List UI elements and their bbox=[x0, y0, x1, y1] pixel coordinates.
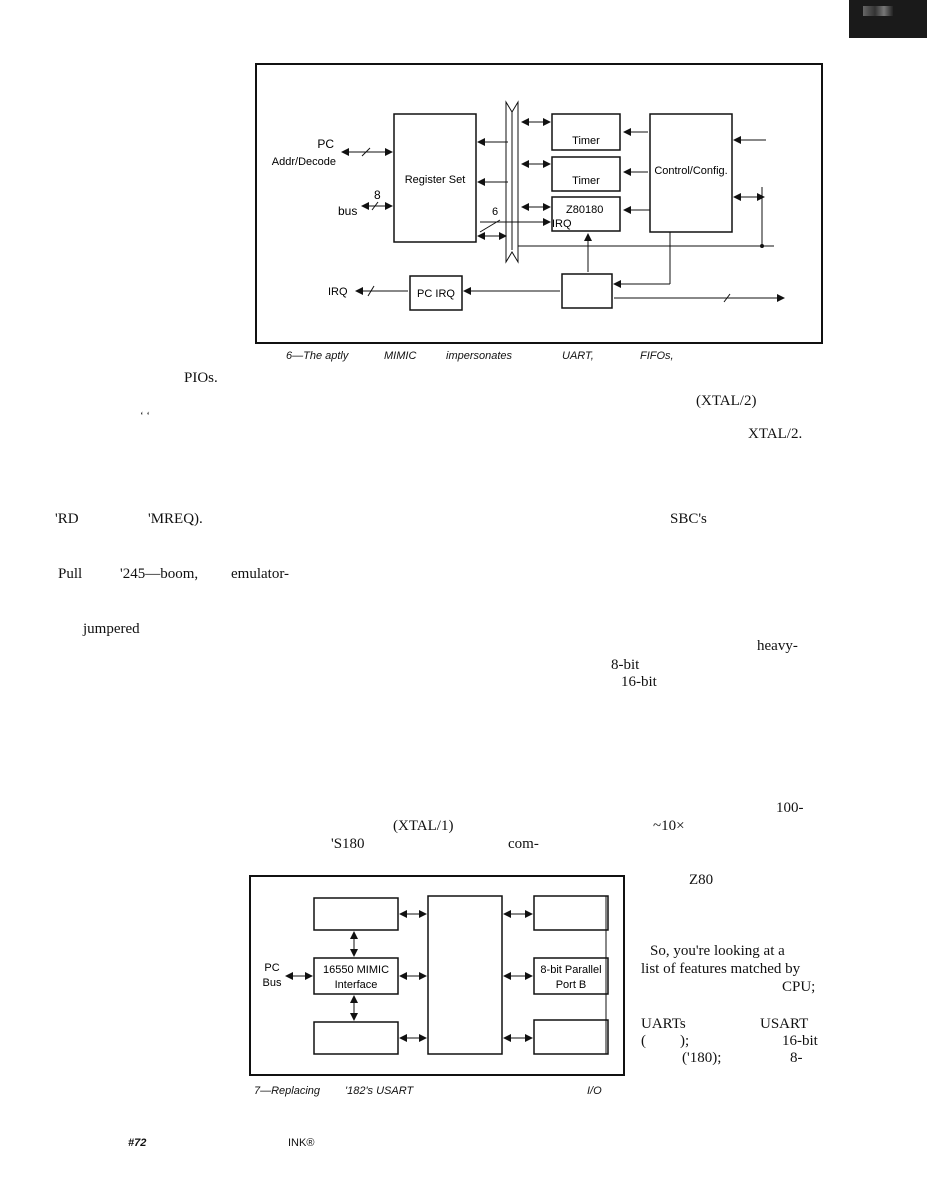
text-fragment: 8-bit bbox=[611, 657, 640, 673]
text-fragment: 'RD bbox=[55, 511, 79, 527]
control-config-label: Control/Config. bbox=[654, 165, 727, 177]
text-fragment: 'MREQ). bbox=[148, 511, 203, 527]
footer-issue: #72 bbox=[128, 1137, 147, 1149]
timer-2-label: Timer bbox=[572, 175, 600, 187]
pc-bus-label-1: PC bbox=[264, 962, 279, 974]
parallel-label: 8-bit Parallel bbox=[540, 964, 601, 976]
six-label: 6 bbox=[492, 206, 498, 218]
text-fragment: 16-bit bbox=[782, 1033, 818, 1049]
fig7-caption-usart: '182's USART bbox=[345, 1085, 414, 1097]
z80180-label: Z80180 bbox=[566, 204, 603, 216]
text-fragment: 'S180 bbox=[331, 836, 365, 852]
footer-ink: INK® bbox=[288, 1137, 315, 1149]
bus-label: bus bbox=[338, 204, 357, 218]
text-fragment: (XTAL/1) bbox=[393, 818, 454, 834]
cpu-block bbox=[427, 895, 503, 1055]
text-fragment: com- bbox=[508, 836, 539, 852]
text-fragment: SBC's bbox=[670, 511, 707, 527]
text-fragment: '245—boom, bbox=[120, 566, 199, 582]
text-fragment: 16-bit bbox=[621, 674, 657, 690]
text-fragment: CPU; bbox=[782, 979, 816, 995]
text-fragment: PIOs. bbox=[184, 370, 218, 386]
top-right-block bbox=[533, 895, 609, 931]
text-fragment: ‘ ‘ bbox=[140, 410, 151, 422]
figure-7-frame bbox=[249, 875, 625, 1076]
port-b-label: Port B bbox=[556, 979, 587, 991]
text-fragment: XTAL/2. bbox=[748, 426, 803, 442]
interrupt-logic-block bbox=[561, 273, 613, 309]
bottom-right-block bbox=[533, 1019, 609, 1055]
fig6-caption-num: 6—The aptly bbox=[286, 350, 349, 362]
addr-decode-label: Addr/Decode bbox=[272, 156, 336, 168]
text-fragment: 8- bbox=[790, 1050, 803, 1066]
text-fragment: USART bbox=[760, 1016, 809, 1032]
fig6-caption-mimic: MIMIC bbox=[384, 350, 417, 362]
text-fragment: So, you're looking at a bbox=[650, 943, 785, 959]
timer-1-block bbox=[551, 113, 621, 151]
fig7-caption-io: I/O bbox=[587, 1085, 602, 1097]
pc-irq-block bbox=[409, 275, 463, 311]
text-fragment: ( bbox=[641, 1033, 646, 1049]
parallel-port-b-block bbox=[533, 957, 609, 995]
text-fragment: ('180); bbox=[682, 1050, 722, 1066]
mimic-label: 16550 MIMIC bbox=[323, 964, 389, 976]
text-fragment: (XTAL/2) bbox=[696, 393, 757, 409]
text-fragment: heavy- bbox=[757, 638, 798, 654]
pc-bus-label-2: Bus bbox=[263, 977, 282, 989]
irq-small-label: IRQ bbox=[552, 218, 572, 230]
text-fragment: ); bbox=[680, 1033, 690, 1049]
fig6-caption-uart: UART, bbox=[562, 350, 594, 362]
bus-width-label: 8 bbox=[374, 188, 381, 202]
fig6-caption-fifos: FIFOs, bbox=[640, 350, 674, 362]
text-fragment: UARTs bbox=[641, 1016, 686, 1032]
figure-7-diagram: 16550 MIMIC Interface PC Bus 8-bit Paral… bbox=[249, 875, 625, 1076]
timer-1-label: Timer bbox=[572, 135, 600, 147]
text-fragment: Z80 bbox=[689, 872, 714, 888]
fig7-caption-num: 7—Replacing bbox=[254, 1085, 321, 1097]
text-fragment: list of features matched by bbox=[641, 961, 801, 977]
text-fragment: Pull bbox=[58, 566, 83, 582]
timer-2-block bbox=[551, 156, 621, 192]
register-set-label: Register Set bbox=[405, 174, 466, 186]
pc-irq-label: PC IRQ bbox=[417, 288, 455, 300]
text-fragment: emulator- bbox=[231, 566, 290, 582]
page-corner-tab bbox=[849, 0, 927, 38]
register-set-block bbox=[393, 113, 477, 243]
mimic-interface-block bbox=[313, 957, 399, 995]
mimic-interface-label: Interface bbox=[335, 979, 378, 991]
fig6-caption-impersonates: impersonates bbox=[446, 350, 513, 362]
text-fragment: 100- bbox=[776, 800, 804, 816]
text-fragment: ~10× bbox=[653, 818, 685, 834]
control-config-block bbox=[649, 113, 733, 233]
figure-6-frame bbox=[255, 63, 823, 344]
top-left-block bbox=[313, 897, 399, 931]
bottom-left-block bbox=[313, 1021, 399, 1055]
text-fragment: jumpered bbox=[83, 621, 140, 637]
pc-addr-label: PC bbox=[317, 137, 334, 151]
z80180-irq-block bbox=[551, 196, 621, 232]
figure-6-diagram: PC Addr/Decode 8 bus Register Set 6 Time… bbox=[255, 63, 823, 344]
irq-out-label: IRQ bbox=[328, 286, 348, 298]
